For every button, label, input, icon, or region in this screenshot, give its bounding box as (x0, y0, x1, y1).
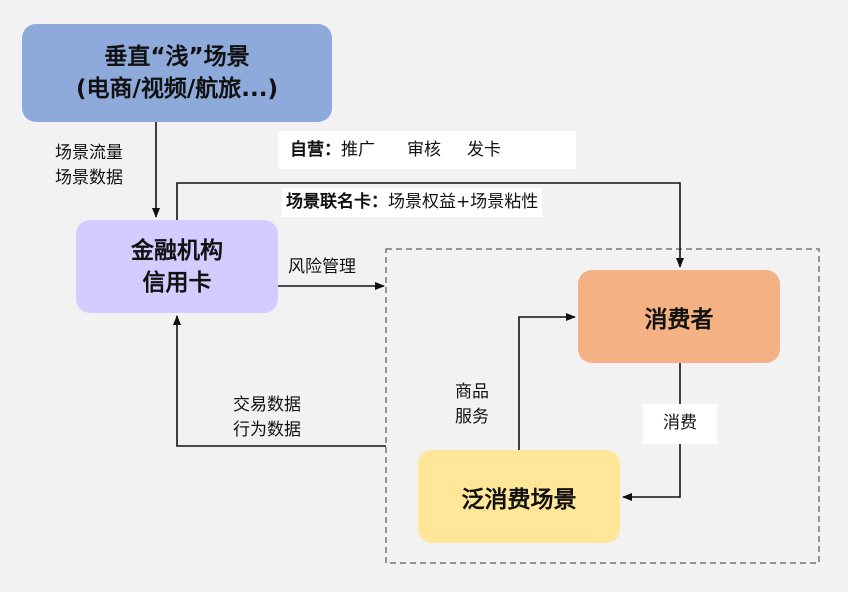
risk-management-label: 风险管理 (288, 257, 356, 277)
consumption-region (385, 248, 820, 564)
co-brand-card-label: 场景联名卡：场景权益+场景粘性 (282, 188, 543, 217)
consumption-label: 消费 (643, 404, 717, 444)
arrow-goods-to-consumer (518, 313, 576, 450)
co-brand-prefix: 场景联名卡： (286, 192, 388, 212)
arrow-finance-to-consumer (176, 182, 684, 268)
co-brand-text: 场景权益+场景粘性 (388, 192, 539, 212)
pan-consumption-scene-label: 泛消费场景 (461, 486, 577, 513)
vertical-scene-box: 垂直“浅”场景 (电商/视频/航旅...) (22, 24, 332, 122)
pan-consumption-scene-box: 泛消费场景 (418, 450, 620, 543)
credit-card-title: 信用卡 (142, 269, 212, 296)
consumer-box: 消费者 (578, 270, 780, 363)
self-run-label: 自营：推广 审核 发卡 (278, 131, 576, 169)
goods-services-label: 商品 服务 (455, 382, 489, 427)
vertical-scene-examples: (电商/视频/航旅...) (75, 76, 279, 102)
consumer-label: 消费者 (644, 306, 714, 333)
scene-flow-label: 场景流量 场景数据 (55, 143, 123, 188)
arrow-data-to-finance (173, 315, 386, 447)
vertical-scene-title: 垂直“浅”场景 (104, 44, 250, 70)
self-run-step-review: 审核 (407, 140, 441, 160)
finance-institution-title: 金融机构 (131, 237, 223, 264)
self-run-step-promote: 推广 (341, 140, 375, 160)
self-run-step-issue: 发卡 (467, 140, 501, 160)
transaction-data-label: 交易数据 行为数据 (233, 395, 301, 440)
finance-institution-box: 金融机构 信用卡 (76, 220, 278, 313)
self-run-prefix: 自营： (290, 140, 341, 160)
